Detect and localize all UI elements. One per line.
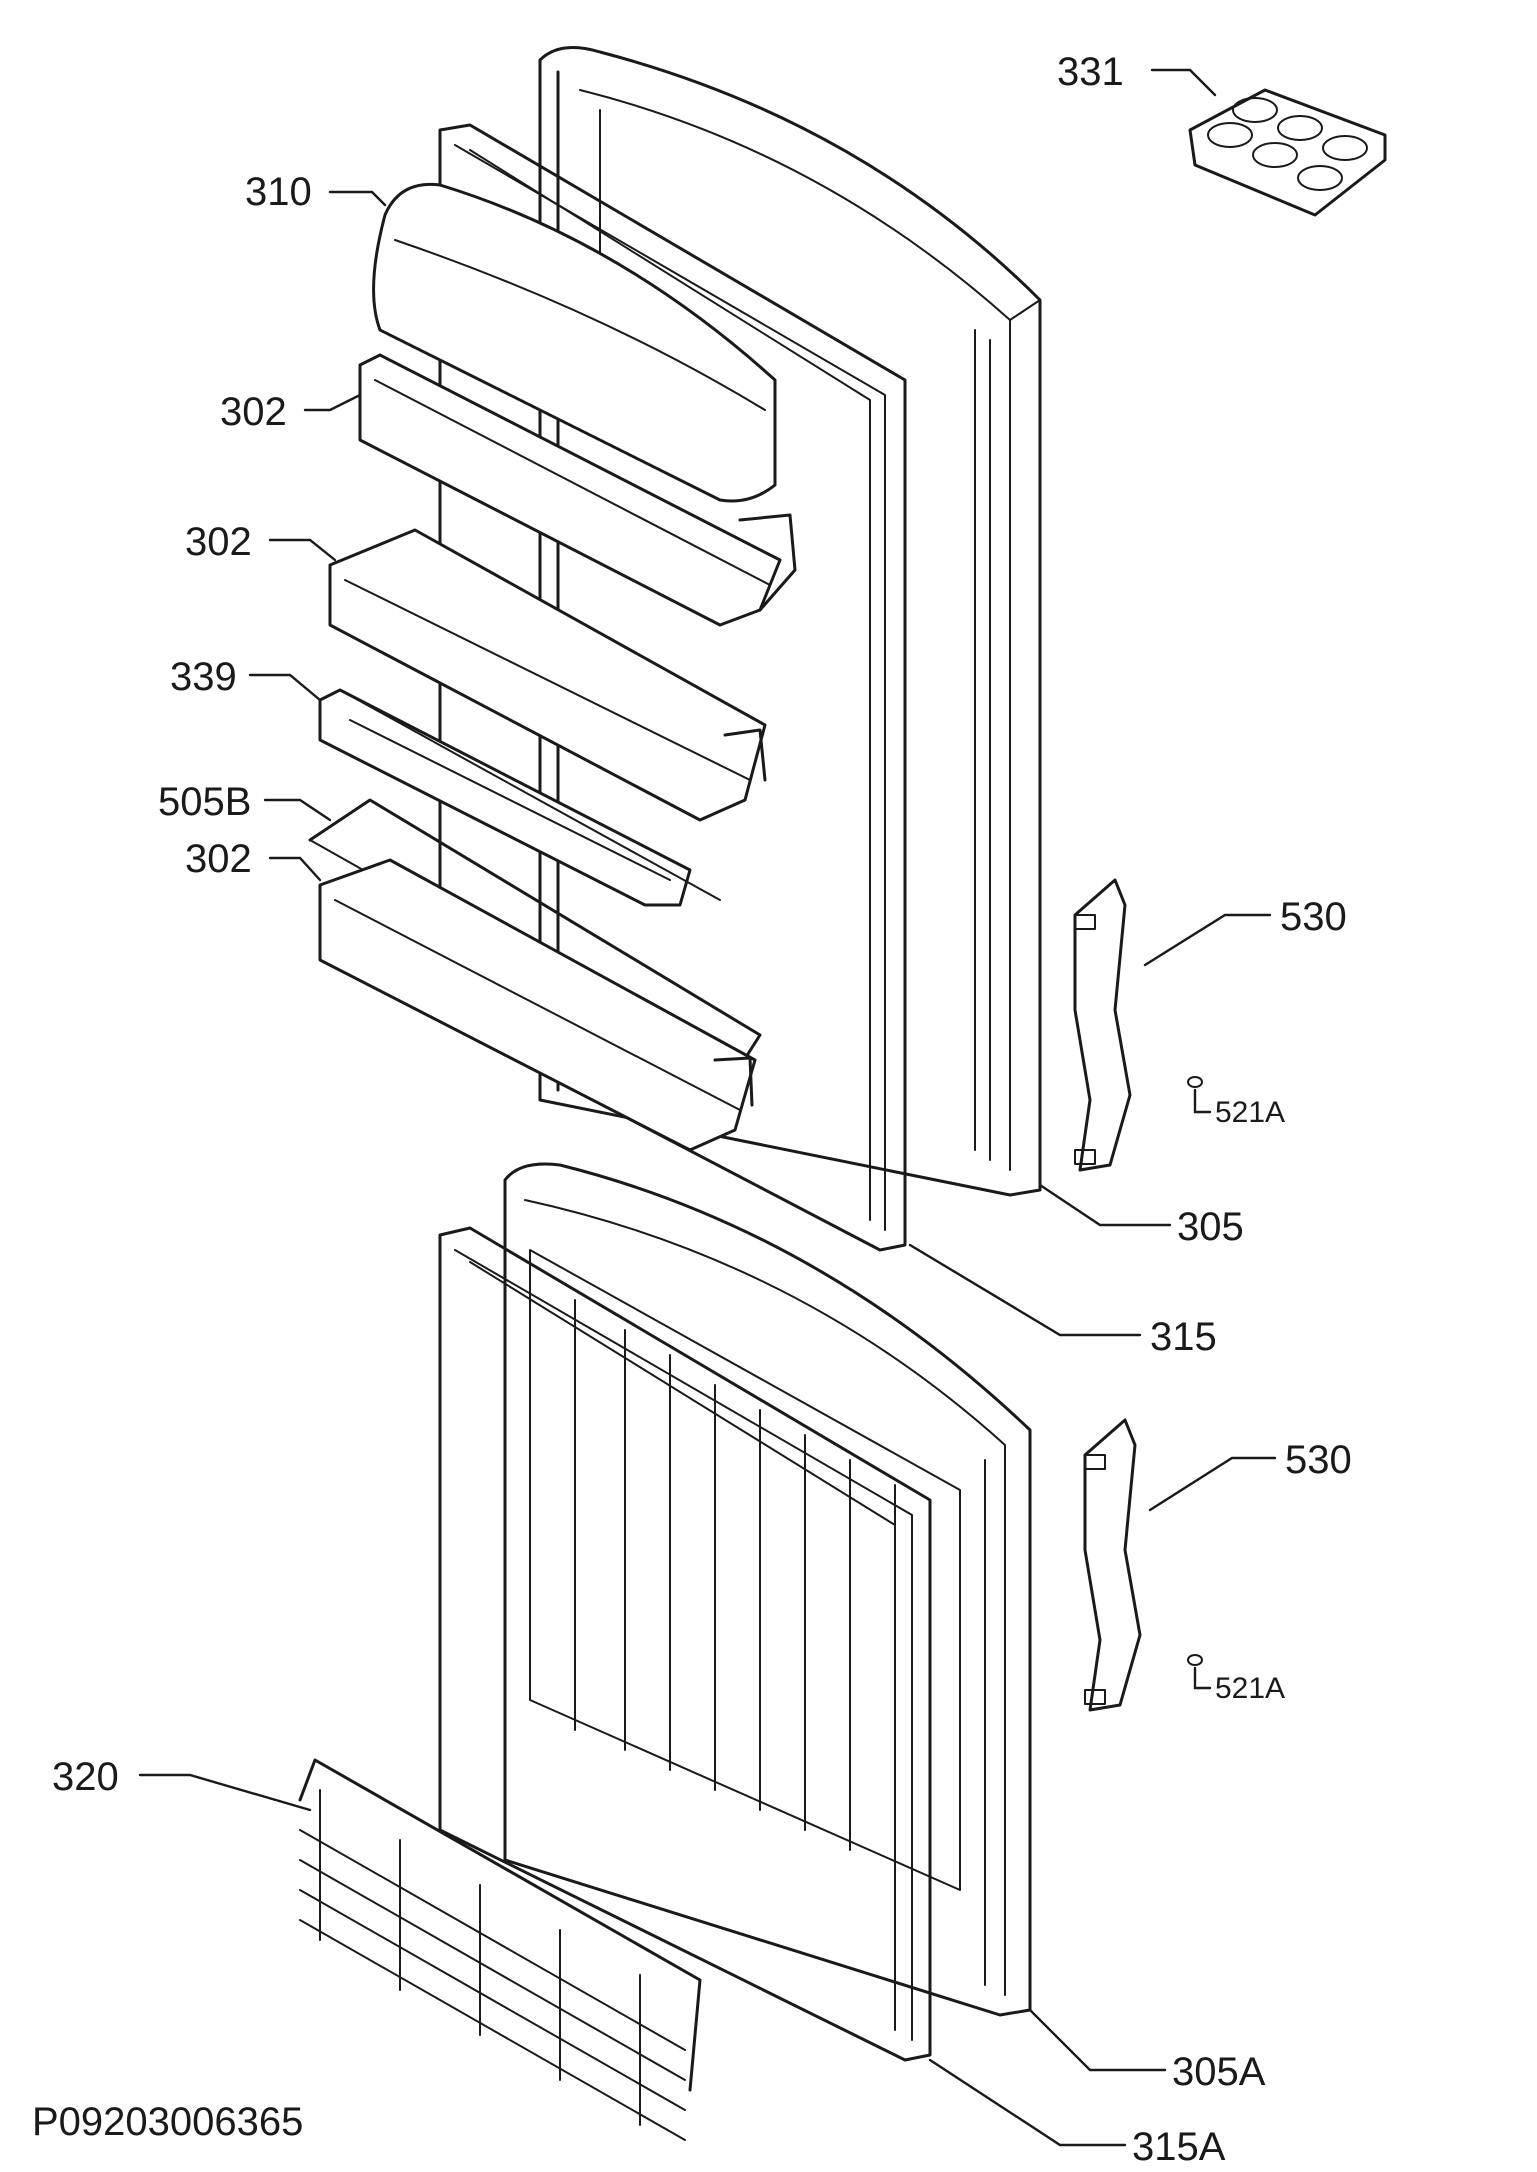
callout-505b: 505B xyxy=(158,780,251,824)
leader-315 xyxy=(908,1243,1142,1337)
leader-302-a xyxy=(303,393,362,412)
leader-505b xyxy=(263,798,332,822)
callout-305: 305 xyxy=(1177,1205,1244,1249)
bottle-retainer xyxy=(318,688,721,907)
callout-339: 339 xyxy=(170,655,237,699)
callout-320: 320 xyxy=(52,1755,119,1799)
dairy-lid xyxy=(372,182,777,503)
callout-305a: 305A xyxy=(1172,2050,1266,2094)
callout-530-a: 530 xyxy=(1280,895,1347,939)
leader-lines xyxy=(138,68,1277,2147)
callout-521a-b: 521A xyxy=(1215,1672,1285,1705)
leader-315a xyxy=(928,2058,1127,2147)
leader-530-b xyxy=(1148,1456,1277,1512)
callout-302-c: 302 xyxy=(185,837,252,881)
callout-331: 331 xyxy=(1057,50,1124,94)
document-id: P09203006365 xyxy=(32,2100,303,2144)
door-shelf-3 xyxy=(318,858,757,1152)
egg-tray xyxy=(1188,88,1387,217)
callout-521a-a: 521A xyxy=(1215,1096,1285,1129)
freezer-wire-rack xyxy=(298,1758,702,2141)
leader-331 xyxy=(1150,68,1217,97)
leader-320 xyxy=(138,1773,312,1812)
leader-521a-b xyxy=(1193,1666,1212,1690)
screw-cap-lower xyxy=(1187,1654,1203,1666)
screw-cap-upper xyxy=(1187,1076,1203,1088)
callout-302-a: 302 xyxy=(220,390,287,434)
door-shelf-1 xyxy=(358,353,797,627)
leader-305 xyxy=(1038,1183,1172,1227)
callout-315a: 315A xyxy=(1132,2125,1226,2169)
callout-530-b: 530 xyxy=(1285,1438,1352,1482)
leader-530-a xyxy=(1143,913,1272,967)
leader-521a-a xyxy=(1193,1088,1212,1114)
door-shelf-2 xyxy=(328,528,767,822)
leader-302-b xyxy=(268,538,337,562)
leader-305a xyxy=(1028,2008,1167,2072)
leader-310 xyxy=(328,190,387,207)
callout-310: 310 xyxy=(245,170,312,214)
lower-door-panel xyxy=(503,1162,1032,2017)
handle-upper xyxy=(1073,878,1132,1172)
callout-315: 315 xyxy=(1150,1315,1217,1359)
leader-339 xyxy=(248,673,322,702)
leader-302-c xyxy=(268,856,322,882)
callout-302-b: 302 xyxy=(185,520,252,564)
handle-lower xyxy=(1083,1418,1142,1712)
